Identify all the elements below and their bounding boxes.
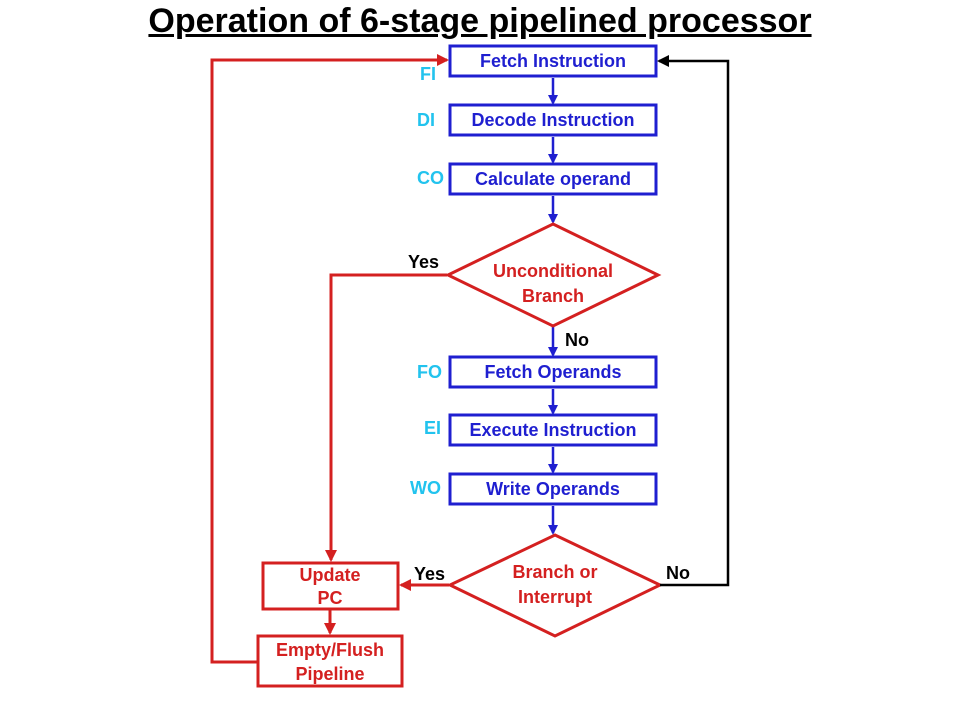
decision-branch-or-interrupt: Branch or Interrupt <box>446 533 664 638</box>
page-title: Operation of 6-stage pipelined processor <box>148 2 812 40</box>
stage-fo: Fetch Operands FO <box>417 355 658 389</box>
stage-fo-tag: FO <box>417 362 442 382</box>
stage-co-tag: CO <box>417 168 444 188</box>
update-pc-line2: PC <box>317 588 342 608</box>
stage-di-label: Decode Instruction <box>471 110 634 130</box>
update-pc-line1: Update <box>299 565 360 585</box>
stage-wo: Write Operands WO <box>410 472 658 506</box>
decision-unconditional-branch: Unconditional Branch <box>444 222 662 328</box>
arrow-unconditional-yes-to-update-pc <box>325 273 447 562</box>
decision-branch-line2: Interrupt <box>518 587 592 607</box>
stage-ei-tag: EI <box>424 418 441 438</box>
stage-di: Decode Instruction DI <box>417 103 658 137</box>
stage-co: Calculate operand CO <box>417 162 658 196</box>
arrow-flush-to-fetch <box>210 54 449 664</box>
branch-no-label: No <box>666 563 690 583</box>
stage-ei-label: Execute Instruction <box>469 420 636 440</box>
stage-di-tag: DI <box>417 110 435 130</box>
flush-pipeline-line2: Pipeline <box>295 664 364 684</box>
unconditional-no-label: No <box>565 330 589 350</box>
unconditional-yes-label: Yes <box>408 252 439 272</box>
arrow-branch-no-to-fetch <box>657 55 730 587</box>
update-pc-box: Update PC <box>261 561 400 611</box>
stage-wo-tag: WO <box>410 478 441 498</box>
stage-fo-label: Fetch Operands <box>484 362 621 382</box>
decision-branch-line1: Branch or <box>512 562 597 582</box>
stage-co-label: Calculate operand <box>475 169 631 189</box>
flush-pipeline-line1: Empty/Flush <box>276 640 384 660</box>
stage-fi-tag: FI <box>420 64 436 84</box>
stage-ei: Execute Instruction EI <box>424 413 658 447</box>
decision-unconditional-line2: Branch <box>522 286 584 306</box>
stage-wo-label: Write Operands <box>486 479 620 499</box>
flush-pipeline-box: Empty/Flush Pipeline <box>256 634 404 688</box>
decision-unconditional-line1: Unconditional <box>493 261 613 281</box>
branch-yes-label: Yes <box>414 564 445 584</box>
stage-fi: Fetch Instruction FI <box>420 44 658 84</box>
stage-fi-label: Fetch Instruction <box>480 51 626 71</box>
